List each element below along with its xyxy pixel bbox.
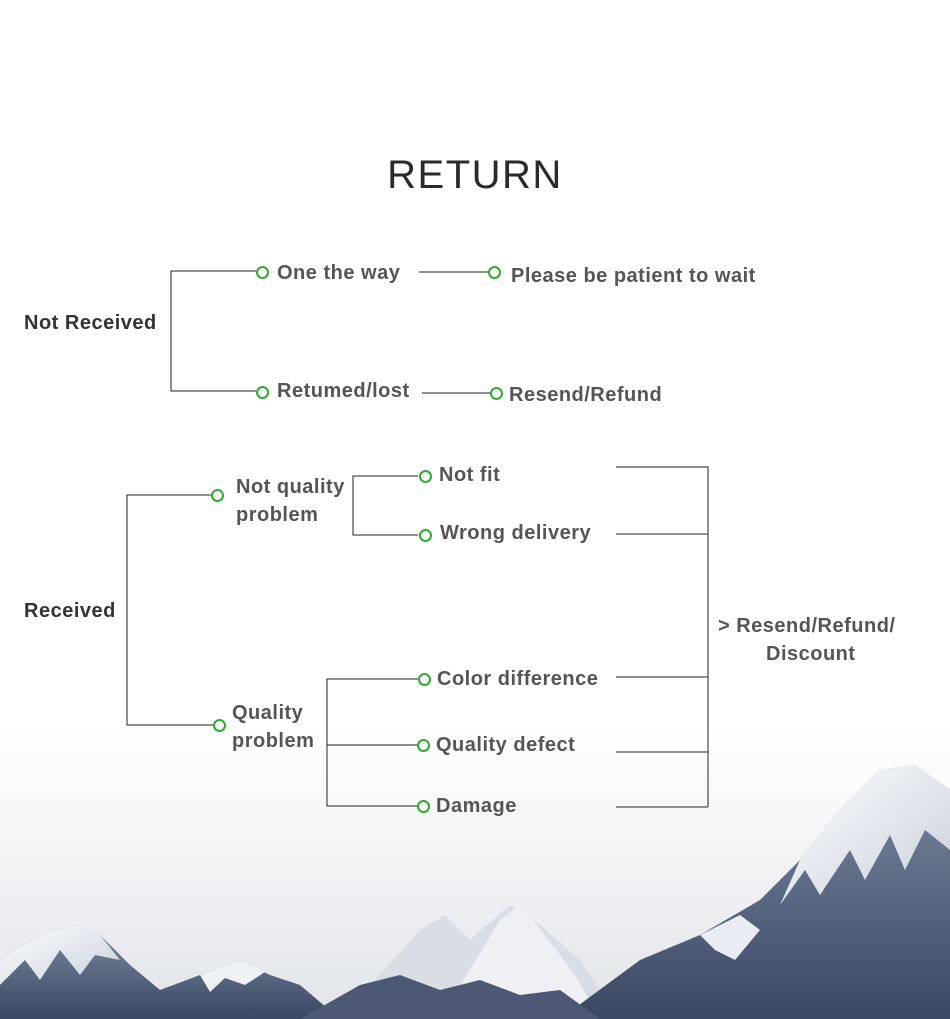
- outcome-bracket-upper: [616, 466, 709, 535]
- received-bracket: [126, 494, 213, 726]
- quality-defect-label: Quality defect: [436, 734, 576, 756]
- node-ring-icon: [419, 470, 432, 483]
- node-ring-icon: [417, 800, 430, 813]
- wrong-delivery-label: Wrong delivery: [440, 522, 592, 544]
- node-ring-icon: [488, 266, 501, 279]
- outcome-label-line2: Discount: [766, 643, 856, 665]
- damage-label: Damage: [436, 795, 517, 817]
- not-quality-bracket: [352, 475, 418, 536]
- patient-wait-label: Please be patient to wait: [511, 265, 756, 287]
- node-ring-icon: [417, 739, 430, 752]
- not-received-bracket: [170, 270, 256, 392]
- node-ring-icon: [256, 266, 269, 279]
- node-ring-icon: [419, 529, 432, 542]
- received-label: Received: [24, 600, 116, 622]
- quality-label-line1: Quality: [232, 702, 304, 724]
- returned-lost-label: Retumed/lost: [277, 380, 410, 402]
- page-title: RETURN: [387, 153, 563, 197]
- node-ring-icon: [490, 387, 503, 400]
- quality-bracket: [326, 678, 418, 807]
- not-received-label: Not Received: [24, 312, 157, 334]
- color-difference-label: Color difference: [437, 668, 599, 690]
- not-fit-label: Not fit: [439, 464, 501, 486]
- not-quality-label-line2: problem: [236, 504, 319, 526]
- node-ring-icon: [213, 719, 226, 732]
- node-ring-icon: [256, 386, 269, 399]
- node-ring-icon: [211, 489, 224, 502]
- node-ring-icon: [418, 673, 431, 686]
- quality-label-line2: problem: [232, 730, 315, 752]
- not-quality-label-line1: Not quality: [236, 476, 345, 498]
- on-the-way-label: One the way: [277, 262, 401, 284]
- outcome-label-line1: > Resend/Refund/: [718, 615, 896, 637]
- resend-refund-label: Resend/Refund: [509, 384, 663, 406]
